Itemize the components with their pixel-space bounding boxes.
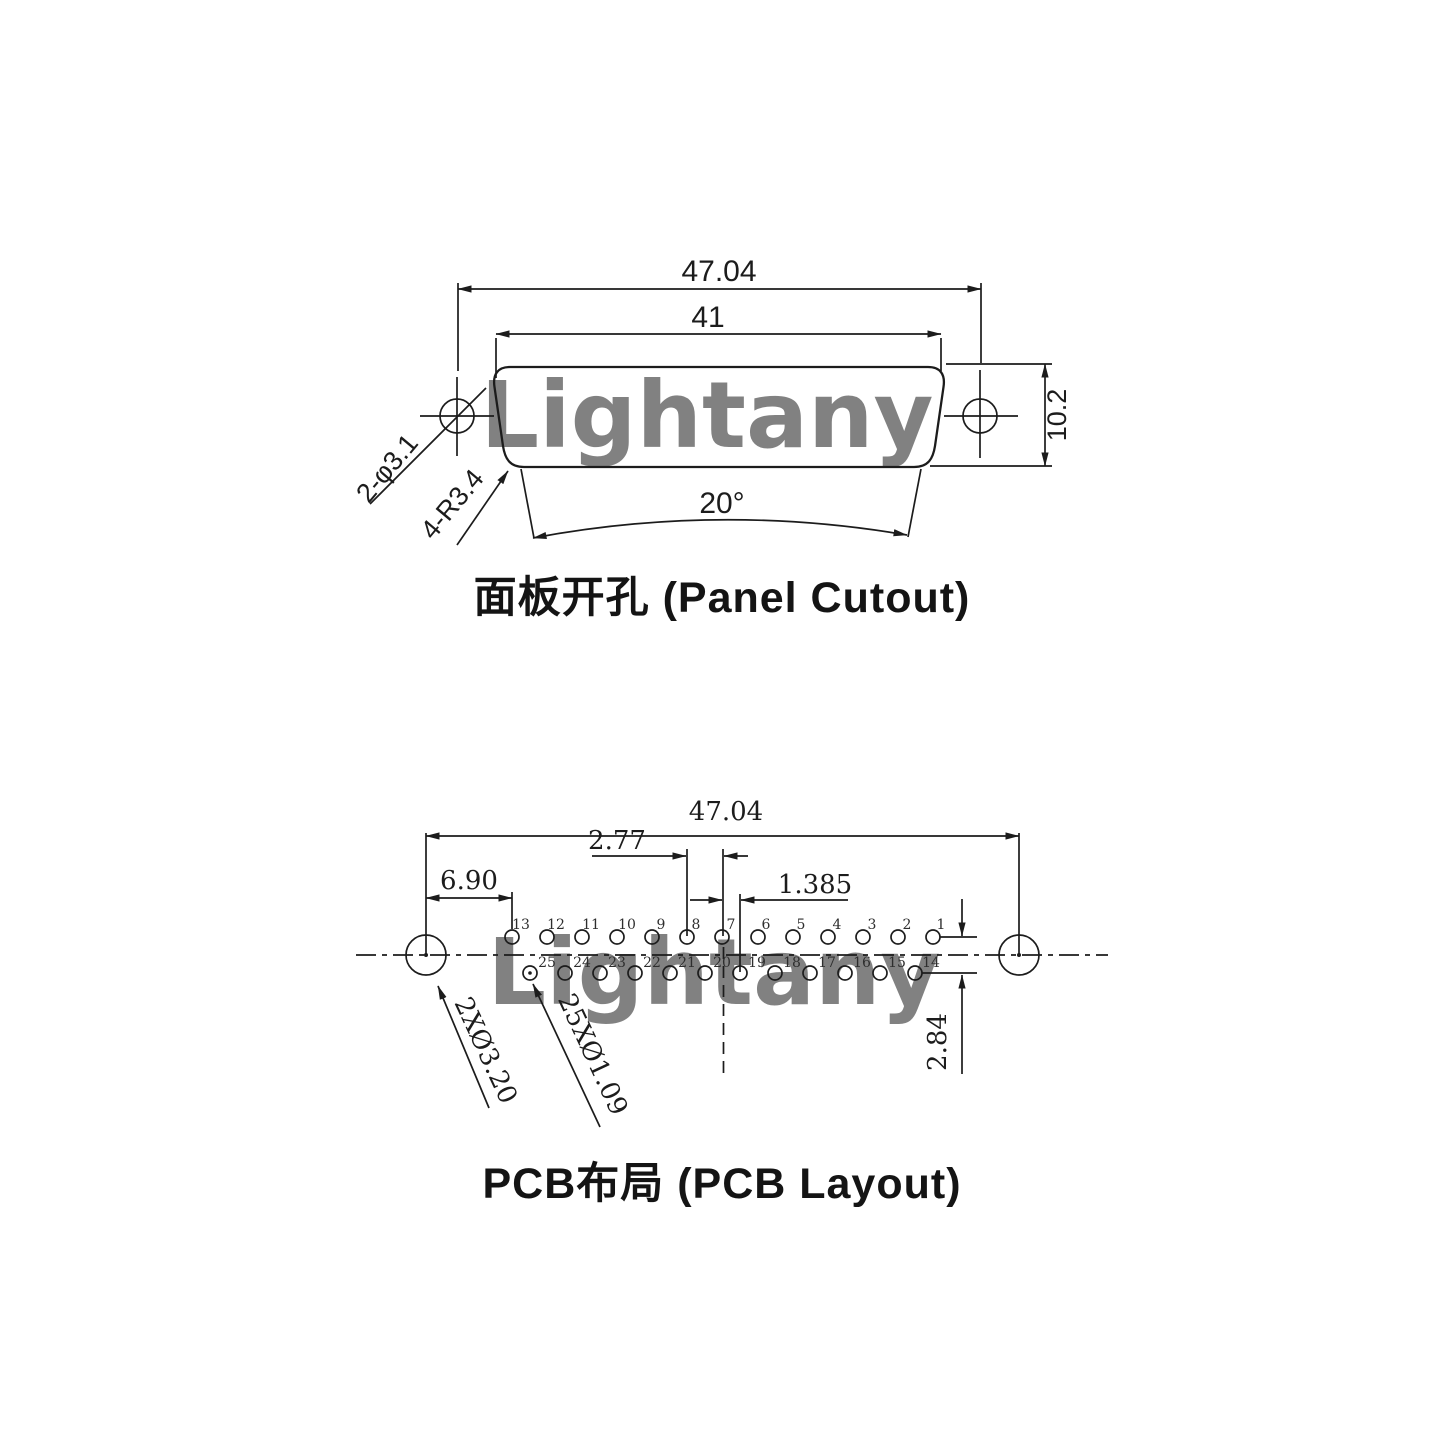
- leader-line: [456, 470, 509, 546]
- panel-label-corner-radius: 4-R3.4: [415, 464, 490, 545]
- pcb-mount-hole-left: [405, 833, 447, 976]
- pin-label: 15: [888, 955, 906, 971]
- pin-hole: [872, 965, 888, 981]
- pin-row-top: 13 12 11 10 9 8 7 6 5 4 3 2 1: [504, 917, 946, 945]
- pin-hole: [627, 965, 643, 981]
- pin-label: 16: [853, 955, 871, 971]
- pin-hole: [907, 965, 923, 981]
- pin-hole: [802, 965, 818, 981]
- pin-label: 23: [608, 955, 626, 971]
- pin-label: 3: [868, 917, 877, 933]
- pin-label: 13: [512, 917, 530, 933]
- angle-arc: [532, 518, 908, 540]
- pin-hole: [732, 965, 748, 981]
- pin-hole: [557, 965, 573, 981]
- angle-leg-left: [520, 468, 535, 539]
- pin-label: 20: [713, 955, 731, 971]
- panel-cutout-title: 面板开孔 (Panel Cutout): [474, 574, 971, 622]
- pin-hole: [785, 929, 801, 945]
- panel-label-mount-holes: 2-φ3.1: [350, 428, 424, 508]
- pin-label: 18: [783, 955, 801, 971]
- pin-hole: [644, 929, 660, 945]
- pin-hole: [522, 965, 538, 981]
- pin-hole: [820, 929, 836, 945]
- panel-dim-side-angle: 20°: [699, 487, 744, 520]
- pin-label: 1: [937, 917, 946, 933]
- pin-label: 5: [797, 917, 806, 933]
- pcb-layout-title: PCB布局 (PCB Layout): [482, 1160, 961, 1208]
- pin-hole: [697, 965, 713, 981]
- pin-label: 4: [833, 917, 842, 933]
- pin-hole: [855, 929, 871, 945]
- cutout-outline: [492, 365, 946, 469]
- pin-hole: [837, 965, 853, 981]
- pin-label: 6: [762, 917, 771, 933]
- pin-label: 24: [573, 955, 591, 971]
- pin-label: 7: [727, 917, 736, 933]
- pin-label: 14: [922, 955, 940, 971]
- pin-hole: [574, 929, 590, 945]
- pin-center-dot: [528, 971, 532, 975]
- pcb-mount-hole-right: [998, 833, 1040, 976]
- pin-label: 11: [582, 917, 600, 933]
- angle-leg-right: [907, 468, 922, 538]
- pin-hole: [539, 929, 555, 945]
- pin-hole: [662, 965, 678, 981]
- pcb-dim-half-pitch: 1.385: [778, 870, 852, 900]
- pin-label: 8: [692, 917, 701, 933]
- pin-hole: [714, 929, 730, 945]
- pin-hole: [767, 965, 783, 981]
- pin-hole: [609, 929, 625, 945]
- watermark-text-bottom: Lightany: [487, 919, 940, 1026]
- leader-line: [532, 983, 601, 1128]
- pin-hole: [592, 965, 608, 981]
- pin-label: 10: [618, 917, 636, 933]
- pin-hole: [679, 929, 695, 945]
- pcb-dim-mount-span: 47.04: [689, 797, 763, 827]
- pin-label: 12: [547, 917, 565, 933]
- pin-hole: [890, 929, 906, 945]
- pin-label: 9: [657, 917, 666, 933]
- pin-label: 25: [538, 955, 556, 971]
- pcb-dim-mount-to-pin: 6.90: [440, 866, 498, 896]
- pin-label: 22: [643, 955, 661, 971]
- watermark-layer: Lightany Lightany: [480, 362, 940, 1026]
- pcb-dim-row-spacing: 2.84: [923, 1013, 953, 1071]
- panel-dim-cutout-width: 41: [691, 301, 724, 334]
- pin-label: 21: [678, 955, 696, 971]
- panel-dim-cutout-height: 10.2: [1042, 389, 1072, 442]
- pin-row-bottom: 25 24 23 22 21 20 19 18 17 16 15 14: [522, 955, 940, 981]
- pin-hole: [925, 929, 941, 945]
- pin-hole: [504, 929, 520, 945]
- pin-label: 2: [903, 917, 912, 933]
- pin-label: 19: [748, 955, 766, 971]
- watermark-text-top: Lightany: [480, 362, 933, 469]
- pcb-dim-pin-pitch: 2.77: [588, 826, 646, 856]
- panel-dim-mount-span: 47.04: [681, 255, 756, 288]
- pin-hole: [750, 929, 766, 945]
- leader-line: [437, 985, 490, 1109]
- pin-label: 17: [818, 955, 836, 971]
- panel-mount-hole-right: [944, 370, 1018, 458]
- leader-line: [369, 387, 487, 505]
